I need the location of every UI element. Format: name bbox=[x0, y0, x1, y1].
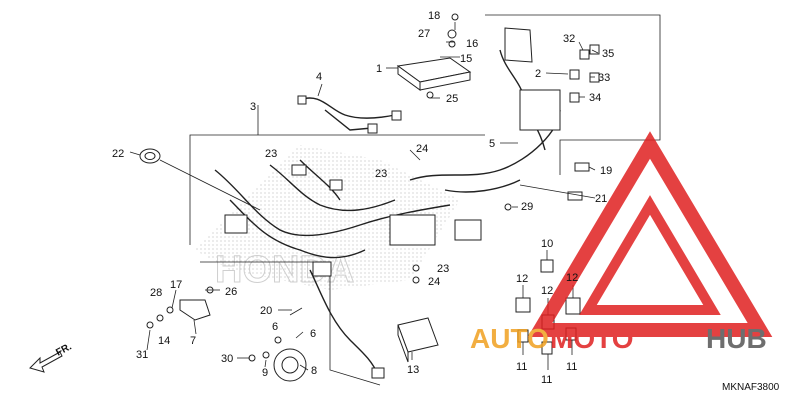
callout-24a: 24 bbox=[416, 143, 428, 155]
clamp-2 bbox=[569, 69, 580, 80]
nut-17 bbox=[166, 306, 174, 314]
callout-3: 3 bbox=[250, 101, 256, 113]
part-callouts: 1 2 3 4 5 6 6 7 8 9 10 11 11 11 12 12 12… bbox=[112, 10, 614, 386]
callout-22: 22 bbox=[112, 148, 124, 160]
callout-7: 7 bbox=[190, 335, 196, 347]
callout-32: 32 bbox=[563, 33, 575, 45]
callout-23c: 23 bbox=[437, 263, 449, 275]
callout-16: 16 bbox=[466, 38, 478, 50]
band-21 bbox=[567, 191, 583, 201]
callout-19: 19 bbox=[600, 165, 612, 177]
callout-31: 31 bbox=[136, 349, 148, 361]
band-19 bbox=[574, 162, 590, 172]
front-direction-arrow: FR. bbox=[29, 341, 74, 373]
watermark-moto: MOTO bbox=[550, 323, 633, 354]
callout-20: 20 bbox=[260, 305, 272, 317]
callout-28: 28 bbox=[150, 287, 162, 299]
callout-33: 33 bbox=[598, 72, 610, 84]
callout-1: 1 bbox=[376, 63, 382, 75]
washer-6 bbox=[274, 336, 282, 344]
callout-12b: 12 bbox=[541, 285, 553, 297]
callout-4: 4 bbox=[316, 71, 322, 83]
callout-5: 5 bbox=[489, 138, 495, 150]
watermark-auto: AUTO bbox=[470, 323, 549, 354]
watermark-hub: HUB bbox=[706, 323, 767, 354]
control-unit bbox=[396, 57, 472, 91]
bracket bbox=[179, 299, 211, 321]
watermark: AUTO MOTO HUB bbox=[470, 131, 773, 354]
clip-24b bbox=[412, 276, 420, 284]
rod-20 bbox=[289, 307, 303, 316]
callout-25: 25 bbox=[446, 93, 458, 105]
frame-bottom bbox=[200, 261, 381, 386]
bolt-31 bbox=[146, 321, 154, 329]
callout-10: 10 bbox=[541, 238, 553, 250]
clamp-34 bbox=[569, 92, 580, 103]
watermark-triangle bbox=[527, 131, 773, 337]
callout-6a: 6 bbox=[272, 321, 278, 333]
callout-24b: 24 bbox=[428, 276, 440, 288]
callout-18: 18 bbox=[428, 10, 440, 22]
callout-12a: 12 bbox=[516, 273, 528, 285]
sub-harness bbox=[297, 95, 402, 134]
fuse-box bbox=[397, 317, 439, 363]
callout-11a: 11 bbox=[516, 361, 527, 373]
clip-29 bbox=[504, 203, 512, 211]
callout-35: 35 bbox=[602, 48, 614, 60]
frame-left bbox=[189, 134, 485, 245]
callout-8: 8 bbox=[311, 365, 317, 377]
callout-17: 17 bbox=[170, 279, 182, 291]
collar-16 bbox=[448, 40, 456, 48]
connector-cover bbox=[504, 27, 533, 63]
callout-34: 34 bbox=[589, 92, 601, 104]
callout-2: 2 bbox=[535, 68, 541, 80]
clamp-32 bbox=[579, 49, 590, 60]
callout-27: 27 bbox=[418, 28, 430, 40]
callout-9: 9 bbox=[262, 367, 268, 379]
callout-12c: 12 bbox=[566, 272, 578, 284]
diagram-code: MKNAF3800 bbox=[722, 382, 780, 393]
callout-14: 14 bbox=[158, 335, 170, 347]
horn bbox=[273, 348, 307, 382]
clip-23b bbox=[412, 264, 420, 272]
clamp-33 bbox=[589, 72, 600, 83]
callout-6b: 6 bbox=[310, 328, 316, 340]
clamp-35 bbox=[589, 44, 600, 55]
nut-27 bbox=[447, 29, 457, 39]
callout-23b: 23 bbox=[375, 168, 387, 180]
frame-right bbox=[485, 14, 661, 175]
callout-13: 13 bbox=[407, 364, 419, 376]
front-label: FR. bbox=[54, 341, 74, 358]
callout-30: 30 bbox=[221, 353, 233, 365]
callout-11c: 11 bbox=[566, 361, 577, 373]
callout-26: 26 bbox=[225, 286, 237, 298]
callout-29: 29 bbox=[521, 201, 533, 213]
nut-9 bbox=[262, 351, 270, 359]
washer-28 bbox=[156, 314, 164, 322]
callout-21: 21 bbox=[595, 193, 607, 205]
clip-25 bbox=[426, 91, 434, 99]
callout-23a: 23 bbox=[265, 148, 277, 160]
callout-11b: 11 bbox=[541, 374, 552, 386]
background-logo: HONDA bbox=[215, 249, 354, 291]
callout-15: 15 bbox=[460, 53, 472, 65]
screw-18 bbox=[451, 13, 459, 21]
main-harness bbox=[214, 49, 561, 379]
background-texture bbox=[195, 145, 460, 290]
leader-lines bbox=[129, 22, 599, 371]
